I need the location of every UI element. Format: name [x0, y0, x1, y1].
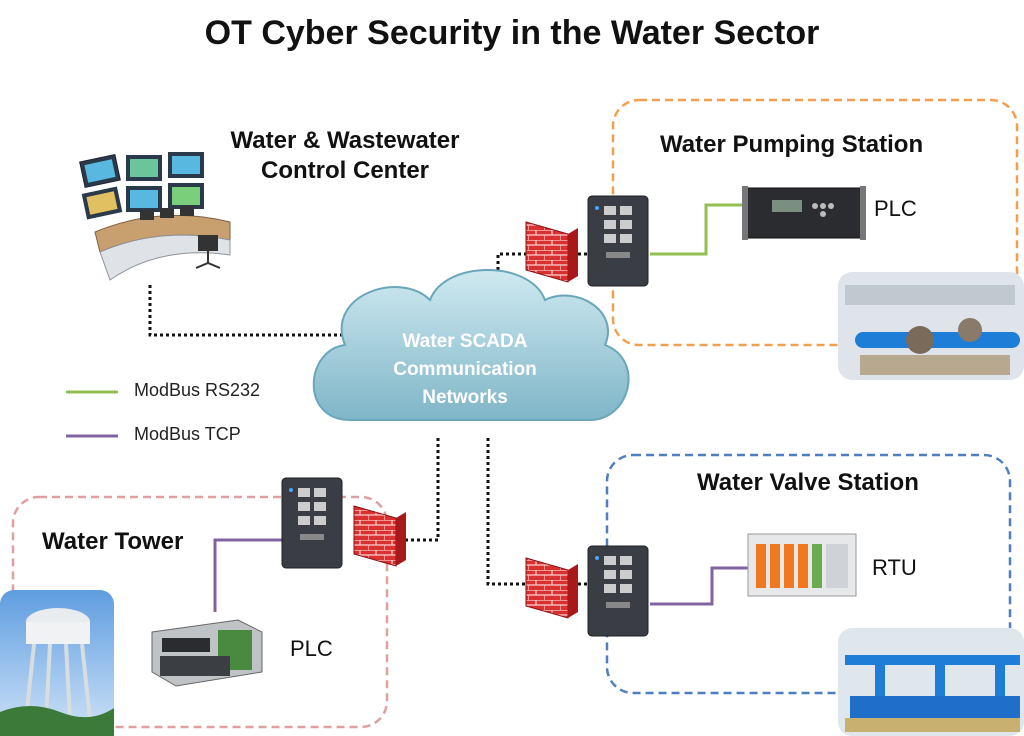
cloud-label-line1: Water SCADA [402, 331, 528, 352]
valve-rtu-device [747, 533, 857, 597]
control-center-label: Water & Wastewater Control Center [200, 126, 490, 186]
switch-valve [587, 545, 649, 637]
firewall-tower [353, 505, 406, 567]
legend-label-tcp: ModBus TCP [134, 424, 241, 444]
tower-plc-label: PLC [290, 636, 333, 661]
tcp-link-tower [213, 538, 282, 612]
control-center-illustration [79, 152, 231, 281]
pumping-station-box [611, 98, 1019, 347]
valve-station-box [605, 453, 1012, 695]
control-center-label-line1: Water & Wastewater [230, 127, 460, 154]
cloud-label-line3: Networks [422, 387, 508, 408]
control-center-label-line2: Control Center [261, 157, 429, 184]
cloud-label-line2: Communication [393, 359, 537, 380]
cloud-label: Water SCADA Communication Networks [370, 328, 560, 412]
water-tower-photo [0, 590, 114, 736]
firewall-valve [525, 557, 578, 619]
diagram-title: OT Cyber Security in the Water Sector [204, 14, 820, 52]
pumping-station-title: Water Pumping Station [660, 131, 924, 158]
legend-label-rs232: ModBus RS232 [134, 380, 261, 400]
rs232-link-pumping [650, 203, 748, 256]
valve-station-title: Water Valve Station [697, 469, 919, 496]
firewall-pumping [525, 221, 578, 283]
valve-station-photo [838, 628, 1024, 736]
link-tower-firewall [404, 438, 440, 542]
valve-rtu-label: RTU [872, 555, 917, 580]
switch-pumping [587, 195, 649, 287]
pumping-plc-label: PLC [874, 196, 917, 221]
pumping-station-photo [838, 272, 1024, 380]
link-control-center [148, 285, 365, 337]
switch-tower [281, 477, 343, 569]
scada-cloud [312, 269, 630, 421]
tcp-link-valve [650, 566, 752, 606]
water-tower-title: Water Tower [42, 528, 184, 555]
pumping-plc-device [742, 186, 866, 240]
tower-plc-device [151, 619, 263, 687]
link-valve-firewall [486, 438, 530, 586]
